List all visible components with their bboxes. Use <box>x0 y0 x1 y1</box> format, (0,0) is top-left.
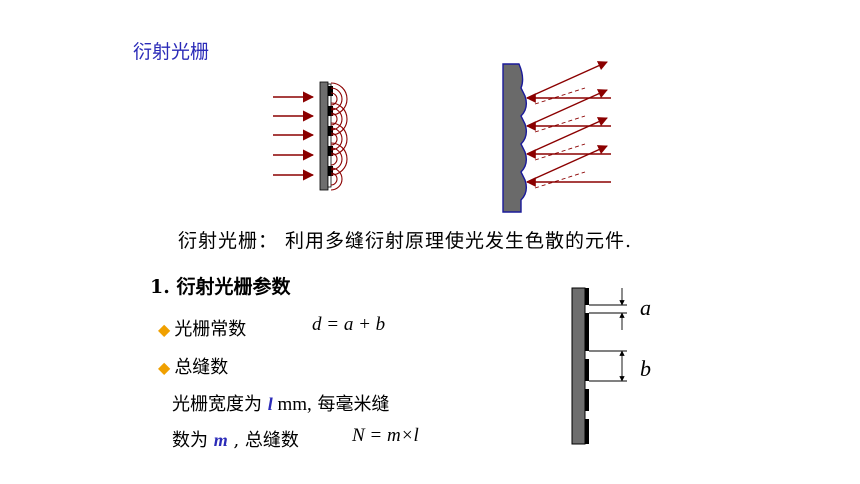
transmission-grating-diagram <box>273 81 348 191</box>
opaque-width-label-b: b <box>640 356 651 381</box>
bullet-total-slits: ◆总缝数 <box>158 353 228 379</box>
slits-per-mm-variable: m <box>213 430 228 450</box>
slit-width-label-a: a <box>640 295 651 320</box>
grating-constant-formula: d = a + b <box>312 314 386 335</box>
diamond-bullet-icon: ◆ <box>158 320 171 339</box>
width-variable: l <box>267 394 273 414</box>
grating-width-line: 光栅宽度为 l mm, 每毫米缝 <box>172 394 390 415</box>
reflection-grating-diagram <box>502 61 611 213</box>
grating-constant-label: 光栅常数 <box>174 319 247 340</box>
slits-per-mm-line: 数为 m , 总缝数 <box>172 430 299 451</box>
grating-dimension-diagram <box>571 287 627 445</box>
section-heading: 1. 衍射光栅参数 <box>150 276 291 298</box>
total-slits-formula: N = m×l <box>352 425 419 446</box>
slide-title: 衍射光栅 <box>133 41 210 63</box>
total-slits-label: 总缝数 <box>174 357 229 378</box>
diamond-bullet-icon: ◆ <box>158 358 171 377</box>
bullet-grating-constant: ◆光栅常数 <box>158 315 246 341</box>
grating-definition: 衍射光栅： 利用多缝衍射原理使光发生色散的元件. <box>178 230 633 252</box>
